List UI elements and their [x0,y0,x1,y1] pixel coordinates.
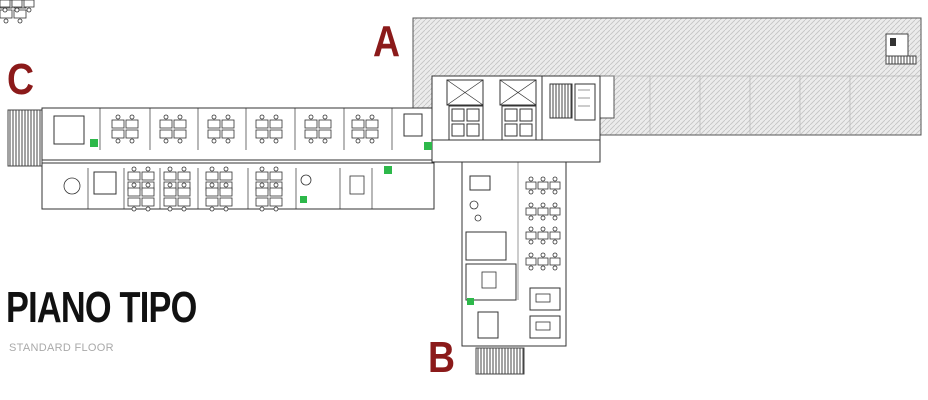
wing-label-c: C [7,55,35,104]
wing-label-a: A [373,17,401,66]
wing-c-block [7,107,435,210]
wing-b-block [461,161,567,375]
wing-label-b: B [428,333,456,382]
central-core [431,75,601,163]
wing-b-furniture [0,0,561,331]
green-markers [90,139,474,305]
page-subtitle: STANDARD FLOOR [9,342,114,354]
page-title: PIANO TIPO [6,283,197,332]
